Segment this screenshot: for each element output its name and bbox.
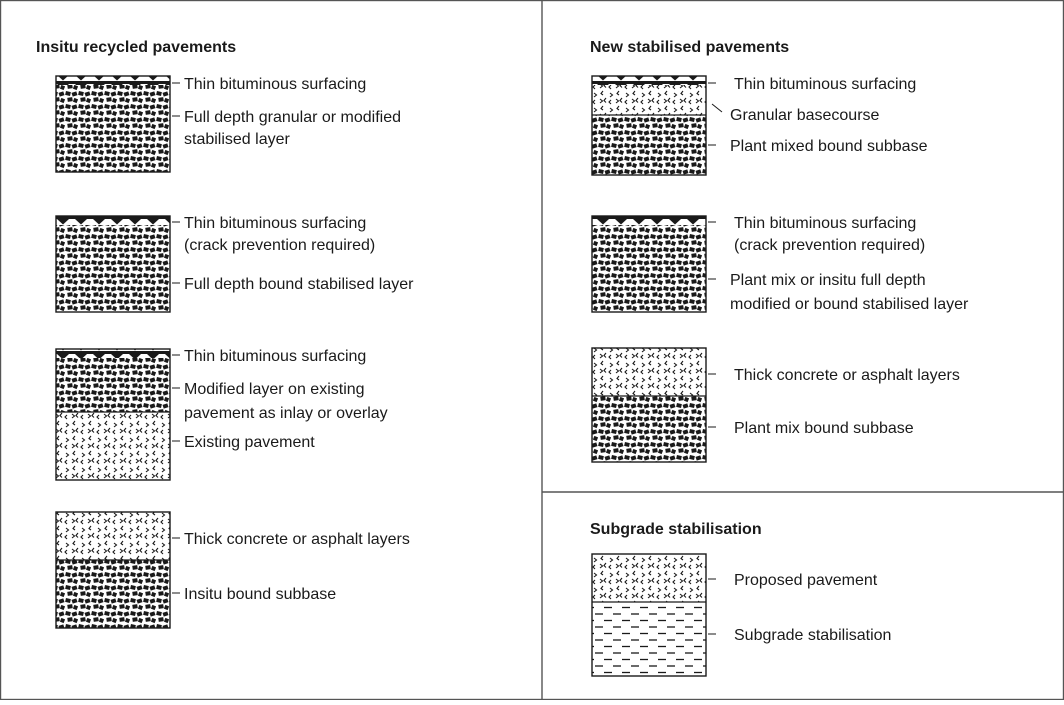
insitu-diagram-2: Thin bituminous surfacing (crack prevent…: [55, 215, 414, 313]
section-outline: [591, 553, 707, 677]
surfacing-layer: [592, 216, 706, 225]
bound-layer: [56, 85, 170, 172]
layer-label: Thick concrete or asphalt layers: [184, 531, 410, 548]
section-outline: [55, 215, 171, 313]
modified-layer: [56, 358, 170, 412]
subbase-layer: [56, 560, 170, 628]
bound-layer: [56, 225, 170, 312]
layer-label: Thin bituminous surfacing: [184, 348, 366, 365]
subbase-layer: [592, 396, 706, 462]
layer-label: Full depth granular or modified: [184, 109, 401, 126]
layer-label: Plant mixed bound subbase: [730, 138, 928, 155]
layer-label: Thin bituminous surfacing: [184, 76, 366, 93]
layer-label: Existing pavement: [184, 434, 315, 451]
layer-label: Thin bituminous surfacing: [184, 215, 366, 232]
subgrade-diagram: Proposed pavement Subgrade stabilisation: [591, 553, 891, 677]
section-outline: [55, 511, 171, 629]
layer-label: Proposed pavement: [734, 572, 878, 589]
proposed-pavement-layer: [592, 554, 706, 602]
existing-pavement-layer: [56, 412, 170, 480]
layer-label: (crack prevention required): [184, 237, 375, 254]
new-diagram-2: Thin bituminous surfacing (crack prevent…: [591, 215, 969, 313]
layer-label: Plant mix bound subbase: [734, 420, 914, 437]
layer-label: pavement as inlay or overlay: [184, 405, 388, 422]
section-outline: [591, 75, 707, 176]
layer-label: Thin bituminous surfacing: [734, 76, 916, 93]
stabilised-layer: [592, 225, 706, 312]
surfacing-layer: [56, 349, 170, 358]
surfacing-layer: [592, 76, 706, 85]
new-diagram-3: Thick concrete or asphalt layers Plant m…: [591, 347, 960, 463]
subbase-layer: [592, 115, 706, 175]
insitu-diagram-4: Thick concrete or asphalt layers Insitu …: [55, 511, 410, 629]
concrete-asphalt-layer: [56, 512, 170, 560]
granular-basecourse-layer: [592, 85, 706, 115]
section-outline: [55, 75, 171, 173]
surfacing-layer: [56, 216, 170, 225]
panel-title: New stabilised pavements: [590, 39, 789, 56]
insitu-diagram-3: Thin bituminous surfacing Modified layer…: [55, 348, 388, 481]
new-diagram-1: Thin bituminous surfacing Granular basec…: [591, 75, 928, 176]
layer-label: Subgrade stabilisation: [734, 627, 891, 644]
insitu-diagram-1: Thin bituminous surfacing Full depth gra…: [55, 75, 401, 173]
layer-label: Granular basecourse: [730, 107, 880, 124]
panel-new-stabilised: New stabilised pavements Thin bituminous…: [590, 39, 969, 463]
layer-label: stabilised layer: [184, 131, 291, 148]
panel-insitu-recycled: Insitu recycled pavements Thin bituminou…: [36, 39, 414, 629]
panel-title: Insitu recycled pavements: [36, 39, 236, 56]
layer-label: (crack prevention required): [734, 237, 925, 254]
surfacing-layer: [56, 76, 170, 85]
concrete-asphalt-layer: [592, 348, 706, 396]
section-outline: [55, 348, 171, 481]
layer-label: Full depth bound stabilised layer: [184, 276, 414, 293]
layer-label: modified or bound stabilised layer: [730, 296, 969, 313]
panel-subgrade: Subgrade stabilisation Proposed pavement…: [590, 521, 891, 677]
layer-label: Thick concrete or asphalt layers: [734, 367, 960, 384]
panel-title: Subgrade stabilisation: [590, 521, 762, 538]
layer-label: Plant mix or insitu full depth: [730, 272, 926, 289]
section-outline: [591, 347, 707, 463]
layer-label: Insitu bound subbase: [184, 586, 336, 603]
layer-label: Modified layer on existing: [184, 381, 365, 398]
section-outline: [591, 215, 707, 313]
layer-label: Thin bituminous surfacing: [734, 215, 916, 232]
subgrade-layer: [592, 602, 706, 676]
